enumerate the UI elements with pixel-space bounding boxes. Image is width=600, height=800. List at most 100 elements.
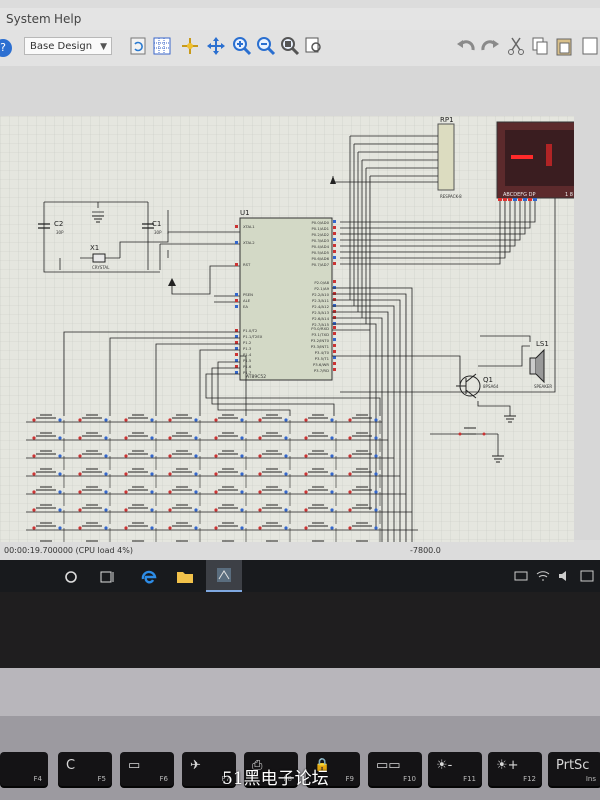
capacitor-c2[interactable]: C2 30P: [38, 220, 64, 235]
function-key[interactable]: ▭▭F10: [368, 752, 422, 786]
keypad-button[interactable]: [168, 522, 201, 542]
grid-icon[interactable]: [152, 36, 172, 56]
function-key[interactable]: F4: [0, 752, 48, 786]
keypad-button[interactable]: [258, 468, 291, 488]
tray-wifi-icon[interactable]: [536, 570, 550, 582]
function-key[interactable]: ☀-F11: [428, 752, 482, 786]
keypad-button[interactable]: [304, 450, 337, 470]
help-icon[interactable]: ?: [0, 39, 12, 57]
transistor-q1[interactable]: Q1 8PSA64: [456, 373, 499, 399]
capacitor-c1[interactable]: C1 30P: [142, 220, 162, 235]
keypad-button[interactable]: [168, 504, 201, 524]
keypad-button[interactable]: [78, 432, 111, 452]
crystal-x1[interactable]: X1 CRYSTAL: [90, 244, 110, 270]
zoom-area-icon[interactable]: [304, 36, 324, 56]
keypad-button[interactable]: [168, 450, 201, 470]
keypad-button[interactable]: [124, 414, 157, 434]
keypad-button[interactable]: [124, 522, 157, 542]
function-key[interactable]: 🔒F9: [306, 752, 360, 786]
keypad-button[interactable]: [124, 486, 157, 506]
keypad-button[interactable]: [32, 432, 65, 452]
keypad-button[interactable]: [348, 486, 381, 506]
keypad-button[interactable]: [168, 486, 201, 506]
keypad-button[interactable]: [348, 468, 381, 488]
keypad-button[interactable]: [168, 432, 201, 452]
keypad-button[interactable]: [78, 414, 111, 434]
tray-notification-icon[interactable]: [580, 570, 594, 582]
paste-icon[interactable]: [554, 36, 574, 56]
refresh-icon[interactable]: [128, 36, 148, 56]
keypad-button[interactable]: [214, 522, 247, 542]
keypad-button[interactable]: [348, 450, 381, 470]
cut-icon[interactable]: [506, 36, 526, 56]
keypad-button[interactable]: [348, 414, 381, 434]
keypad-button[interactable]: [124, 468, 157, 488]
file-explorer-icon[interactable]: [176, 568, 194, 586]
keypad-button[interactable]: [78, 450, 111, 470]
keypad-button[interactable]: [32, 450, 65, 470]
keypad-button[interactable]: [168, 414, 201, 434]
keypad-button[interactable]: [32, 468, 65, 488]
design-select[interactable]: Base Design ▼: [24, 37, 112, 55]
edge-browser-icon[interactable]: [140, 568, 158, 586]
function-key[interactable]: ⎙F8: [244, 752, 298, 786]
keypad-button[interactable]: [258, 432, 291, 452]
zoom-in-icon[interactable]: [232, 36, 252, 56]
keypad-button[interactable]: [214, 432, 247, 452]
keypad-button[interactable]: [258, 450, 291, 470]
keypad-button[interactable]: [214, 486, 247, 506]
search-circle-icon[interactable]: [64, 570, 78, 584]
speaker-ls1[interactable]: LS1 SPEAKER: [529, 340, 552, 389]
keypad-button[interactable]: [348, 432, 381, 452]
mcu-u1[interactable]: U1 AT89C52 XTAL1XTAL2RSTPSENALEEAP1.0/T2…: [239, 209, 333, 381]
origin-icon[interactable]: [180, 36, 200, 56]
keypad-button[interactable]: [214, 450, 247, 470]
keypad-button[interactable]: [124, 450, 157, 470]
menu-system[interactable]: System: [6, 12, 51, 26]
task-view-icon[interactable]: [100, 570, 116, 584]
keypad-button[interactable]: [258, 414, 291, 434]
schematic-canvas[interactable]: RP1 RESPACK-8 ABCDEFG DP 1 8: [0, 66, 600, 592]
schematic-sheet[interactable]: RP1 RESPACK-8 ABCDEFG DP 1 8: [0, 116, 574, 592]
keypad-button[interactable]: [258, 486, 291, 506]
rp1-component[interactable]: RP1 RESPACK-8: [437, 116, 462, 199]
keypad-button[interactable]: [304, 432, 337, 452]
function-key[interactable]: ▭F6: [120, 752, 174, 786]
keypad-button[interactable]: [32, 414, 65, 434]
keypad-button[interactable]: [32, 522, 65, 542]
keypad-button[interactable]: [304, 414, 337, 434]
redo-icon[interactable]: [480, 36, 500, 56]
keypad-button[interactable]: [304, 468, 337, 488]
menu-help[interactable]: Help: [54, 12, 82, 26]
keypad-button[interactable]: [258, 504, 291, 524]
keypad-button[interactable]: [304, 486, 337, 506]
keypad-button[interactable]: [348, 522, 381, 542]
zoom-all-icon[interactable]: [280, 36, 300, 56]
keypad-button[interactable]: [78, 504, 111, 524]
seven-segment-display[interactable]: ABCDEFG DP 1 8: [496, 121, 574, 199]
tray-volume-icon[interactable]: [558, 570, 572, 582]
undo-icon[interactable]: [456, 36, 476, 56]
keypad-button[interactable]: [124, 432, 157, 452]
keypad-button[interactable]: [32, 486, 65, 506]
keypad-button[interactable]: [78, 486, 111, 506]
keypad-matrix[interactable]: [26, 414, 424, 560]
function-key[interactable]: ☀+F12: [488, 752, 542, 786]
active-app-tab[interactable]: [206, 560, 242, 592]
keypad-button[interactable]: [348, 504, 381, 524]
keypad-button[interactable]: [78, 468, 111, 488]
keypad-button[interactable]: [168, 468, 201, 488]
zoom-out-icon[interactable]: [256, 36, 276, 56]
copy-icon[interactable]: [530, 36, 550, 56]
function-key[interactable]: ✈F7: [182, 752, 236, 786]
keypad-button[interactable]: [258, 522, 291, 542]
keypad-button[interactable]: [78, 522, 111, 542]
keypad-button[interactable]: [124, 504, 157, 524]
keypad-button[interactable]: [304, 504, 337, 524]
keypad-button[interactable]: [214, 468, 247, 488]
keypad-button[interactable]: [32, 504, 65, 524]
keypad-button[interactable]: [304, 522, 337, 542]
block-copy-icon[interactable]: [580, 36, 600, 56]
